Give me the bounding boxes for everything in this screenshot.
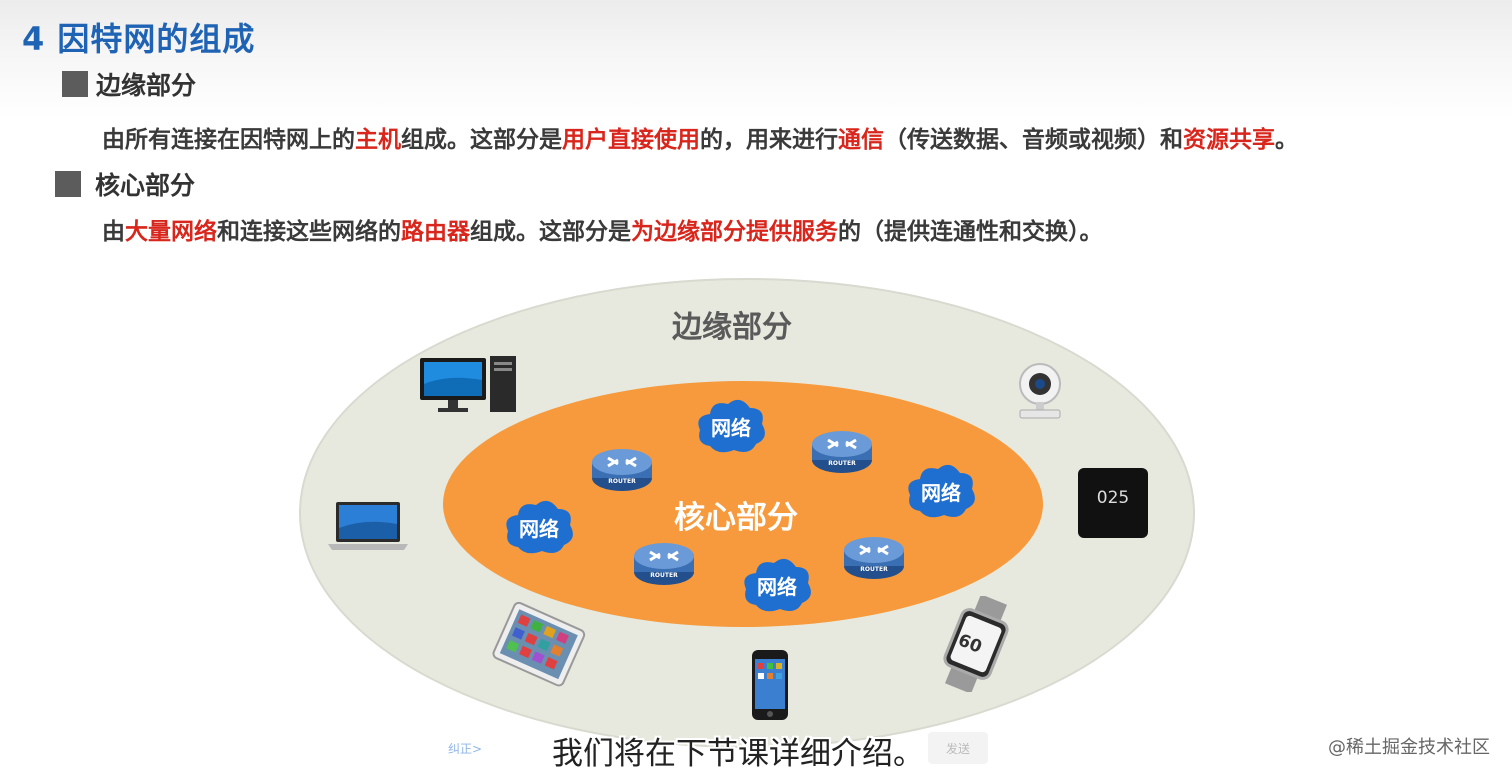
smart-clock-icon: 025 xyxy=(1078,468,1148,538)
body-text: 由所有连接在因特网上的 xyxy=(102,127,355,153)
core-heading-text: 核心部分 xyxy=(95,171,196,200)
router-icon: ROUTER xyxy=(632,538,696,588)
router-label: ROUTER xyxy=(828,460,856,467)
highlight-text: 通信 xyxy=(838,127,884,153)
body-text: 的（提供连通性和交换）。 xyxy=(838,219,1103,245)
laptop-icon xyxy=(328,502,408,550)
cloud-icon xyxy=(506,500,573,554)
webcam-icon xyxy=(1019,363,1061,419)
highlight-text: 为边缘部分提供服务 xyxy=(631,219,838,245)
cloud-label: 网络 xyxy=(921,480,961,505)
edge-heading-text: 边缘部分 xyxy=(96,71,197,100)
cloud-label: 网络 xyxy=(519,516,559,541)
router-icon: ROUTER xyxy=(842,532,906,582)
desktop-computer-icon xyxy=(420,356,516,412)
body-text: 。 xyxy=(1275,127,1298,153)
tablet-icon xyxy=(492,601,586,687)
body-text: （传送数据、音频或视频）和 xyxy=(884,127,1183,153)
body-text: 组成。这部分是 xyxy=(401,127,562,153)
router-label: ROUTER xyxy=(650,572,678,579)
smartphone-icon xyxy=(752,650,788,720)
network-cloud: 网络 xyxy=(904,461,978,521)
router-icon: ROUTER xyxy=(810,426,874,476)
smartwatch-icon: 60 xyxy=(936,596,1016,692)
highlight-text: 主机 xyxy=(355,127,401,153)
cloud-label: 网络 xyxy=(711,415,751,440)
core-label: 核心部分 xyxy=(674,500,798,536)
edge-section-text: 由所有连接在因特网上的主机组成。这部分是用户直接使用的，用来进行通信（传送数据、… xyxy=(102,120,1298,154)
body-text: 由 xyxy=(102,219,125,245)
slide-title: 4 因特网的组成 xyxy=(22,20,256,58)
clock-display: 025 xyxy=(1096,488,1130,508)
edge-label: 边缘部分 xyxy=(672,310,792,345)
send-button[interactable]: 发送 xyxy=(928,732,988,764)
cloud-icon xyxy=(698,399,765,453)
router-label: ROUTER xyxy=(860,566,888,573)
body-text: 和连接这些网络的 xyxy=(217,219,401,245)
highlight-text: 路由器 xyxy=(401,219,470,245)
router-icon: ROUTER xyxy=(590,444,654,494)
body-text: 组成。这部分是 xyxy=(470,219,631,245)
correction-link[interactable]: 纠正> xyxy=(448,742,483,756)
watermark: @稀土掘金技术社区 xyxy=(1328,737,1490,758)
highlight-text: 资源共享 xyxy=(1183,127,1275,153)
body-text: 的，用来进行 xyxy=(700,127,838,153)
highlight-text: 大量网络 xyxy=(125,219,217,245)
network-cloud: 网络 xyxy=(502,497,576,557)
video-subtitle: 我们将在下节课详细介绍。 xyxy=(552,736,924,772)
network-cloud: 网络 xyxy=(740,555,814,615)
highlight-text: 用户直接使用 xyxy=(562,127,700,153)
core-section-text: 由大量网络和连接这些网络的路由器组成。这部分是为边缘部分提供服务的（提供连通性和… xyxy=(102,212,1103,246)
cloud-icon xyxy=(908,464,975,518)
bullet-square-icon xyxy=(62,71,88,97)
router-label: ROUTER xyxy=(608,478,636,485)
cloud-label: 网络 xyxy=(757,574,797,599)
cloud-icon xyxy=(744,558,811,612)
network-cloud: 网络 xyxy=(694,396,768,456)
edge-section-heading: 边缘部分 xyxy=(62,66,196,102)
core-section-heading: 核心部分 xyxy=(55,166,195,202)
bullet-square-icon xyxy=(55,171,81,197)
